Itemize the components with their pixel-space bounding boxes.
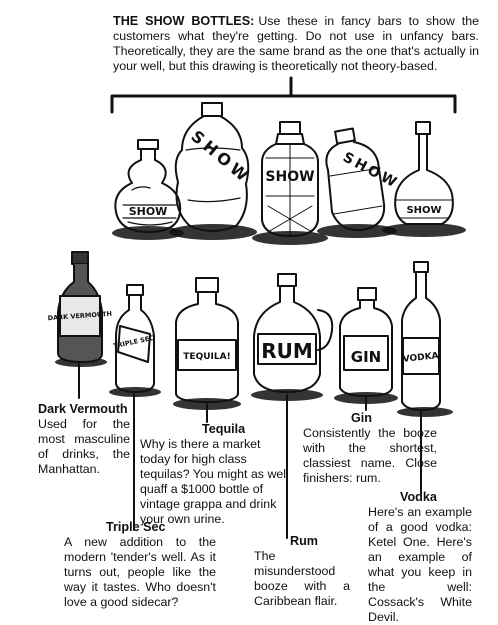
show-bottle-2-label: SHOW [187, 127, 254, 188]
tequila-bottle: TEQUILA! [173, 277, 241, 423]
dark-vermouth-bottle: DARK VERMOUTH [47, 251, 112, 399]
vodka-heading: Vodka [400, 490, 437, 504]
show-bottle-3-label: SHOW [265, 169, 314, 185]
show-bottle-4: SHOW [317, 127, 402, 238]
vodka-bottle: VODKA [397, 261, 453, 495]
dark-vermouth-heading: Dark Vermouth [38, 402, 128, 416]
show-bottle-1: SHOW [112, 139, 184, 240]
triple-sec-bottle: TRIPLE SEC [109, 284, 161, 531]
vodka-body: Here's an example of a good vodka: Ketel… [368, 505, 472, 624]
tequila-callout: Tequila Why is there a market today for … [140, 422, 290, 527]
tequila-label: TEQUILA! [183, 352, 230, 362]
intro-text: THE SHOW BOTTLES:Use these in fancy bars… [113, 14, 479, 74]
triple-sec-heading: Triple Sec [106, 520, 166, 534]
gin-label: GIN [351, 348, 381, 366]
gin-callout: Gin Consistently the booze with the shor… [303, 411, 437, 486]
tequila-body: Why is there a market today for high cla… [140, 437, 289, 526]
rum-callout: Rum The misunderstood booze with a Carib… [254, 534, 350, 609]
show-bottle-5-label: SHOW [406, 205, 441, 216]
tequila-heading: Tequila [202, 422, 246, 436]
show-bottle-4-label: SHOW [340, 149, 402, 192]
vodka-label: VODKA [402, 351, 439, 365]
vodka-callout: Vodka Here's an example of a good vodka:… [368, 490, 472, 625]
triple-sec-callout: Triple Sec A new addition to the modern … [64, 520, 216, 610]
rum-bottle: RUM [251, 273, 334, 539]
show-bottle-1-label: SHOW [129, 205, 168, 218]
gin-heading: Gin [351, 411, 372, 425]
intro-body: Use these in fancy bars to show the cust… [113, 14, 480, 73]
intro-heading: THE SHOW BOTTLES: [113, 14, 255, 28]
gin-body: Consistently the booze with the shortest… [303, 426, 437, 485]
show-bottle-5: SHOW [382, 121, 466, 237]
dark-vermouth-callout: Dark Vermouth Used for the most masculin… [38, 402, 130, 477]
gin-bottle: GIN [334, 287, 398, 411]
rum-heading: Rum [290, 534, 318, 548]
rum-label: RUM [261, 339, 313, 363]
triple-sec-body: A new addition to the modern 'tender's w… [64, 535, 216, 609]
rum-body: The misunderstood booze with a Caribbean… [254, 549, 350, 608]
show-bottle-2: SHOW [169, 102, 257, 240]
show-bottle-3: SHOW [252, 121, 328, 245]
dark-vermouth-body: Used for the most masculine of drinks, t… [38, 417, 130, 476]
show-bottles-bracket [110, 94, 457, 114]
